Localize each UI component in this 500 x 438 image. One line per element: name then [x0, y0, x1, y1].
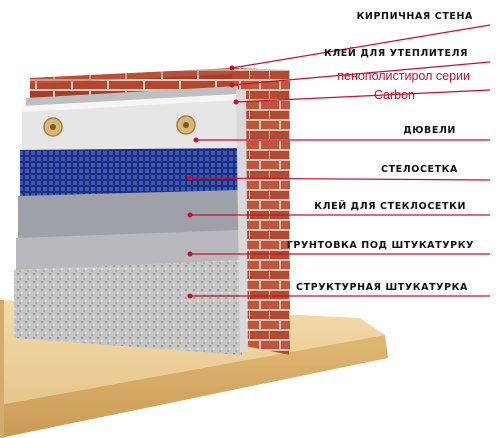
leader-markers [187, 65, 239, 299]
leader-lines [189, 24, 491, 297]
label-mesh-glue: КЛЕЙ ДЛЯ СТЕКЛОСЕТКИ [314, 200, 466, 212]
primer-layer [16, 230, 240, 272]
label-brick-wall: КИРПИЧНАЯ СТЕНА [357, 11, 473, 22]
label-eps-line1: пенополистирол серии [337, 69, 470, 83]
label-insulation-glue: КЛЕЙ ДЛЯ УТЕПЛИТЕЛЯ [324, 47, 468, 59]
label-dowels: ДЮВЕЛИ [403, 125, 456, 136]
glue-layer-top [26, 86, 238, 108]
layers-edge [236, 90, 248, 352]
dowel-left-icon [43, 117, 63, 137]
label-plaster: СТРУКТУРНАЯ ШТУКАТУРКА [296, 282, 468, 293]
eps-board [22, 94, 240, 152]
label-primer: ГРУНТОВКА ПОД ШТУКАТУРКУ [287, 240, 474, 251]
dowel-right-icon [176, 115, 196, 135]
plaster-layer [14, 260, 242, 355]
label-eps-line2: Carbon [374, 88, 415, 102]
mesh-glue-layer [18, 190, 240, 240]
fiberglass-mesh-layer [20, 148, 240, 198]
label-fiberglass-mesh: СТЕЛОСЕТКА [381, 164, 458, 175]
